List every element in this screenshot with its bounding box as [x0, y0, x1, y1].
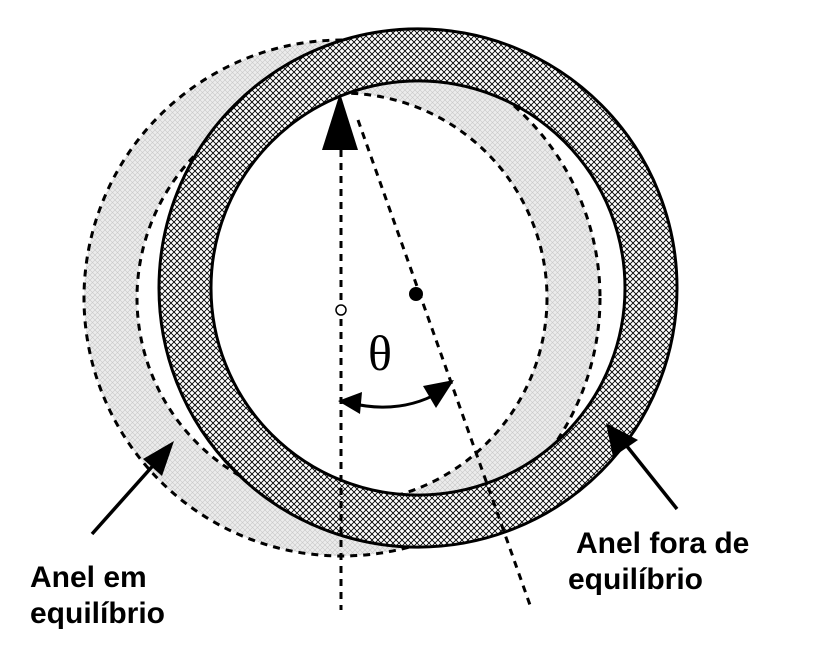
displaced-ring — [157, 27, 679, 549]
pivot-arrow-icon — [322, 93, 358, 150]
equilibrium-pointer-head-icon — [143, 441, 174, 476]
equilibrium-ring-label: Anel em equilíbrio — [30, 560, 165, 632]
angle-arc — [338, 380, 454, 414]
displaced-center-marker — [409, 287, 423, 301]
angle-arrowhead-right-icon — [423, 380, 454, 408]
equilibrium-pointer-arrow — [90, 441, 174, 536]
equilibrium-label-line1: Anel em — [30, 561, 147, 594]
angle-arrowhead-left-icon — [338, 392, 362, 414]
displaced-ring-label: Anel fora de equilíbrio — [568, 526, 749, 598]
displaced-ring-body — [157, 27, 679, 549]
displaced-label-line2: equilíbrio — [568, 563, 703, 596]
displaced-pointer-head-icon — [606, 423, 638, 457]
displaced-pointer-arrow — [606, 423, 679, 511]
displaced-label-line1: Anel fora de — [576, 527, 750, 560]
equilibrium-label-line2: equilíbrio — [30, 597, 165, 630]
theta-symbol: θ — [368, 325, 392, 381]
equilibrium-center-marker — [335, 304, 347, 316]
